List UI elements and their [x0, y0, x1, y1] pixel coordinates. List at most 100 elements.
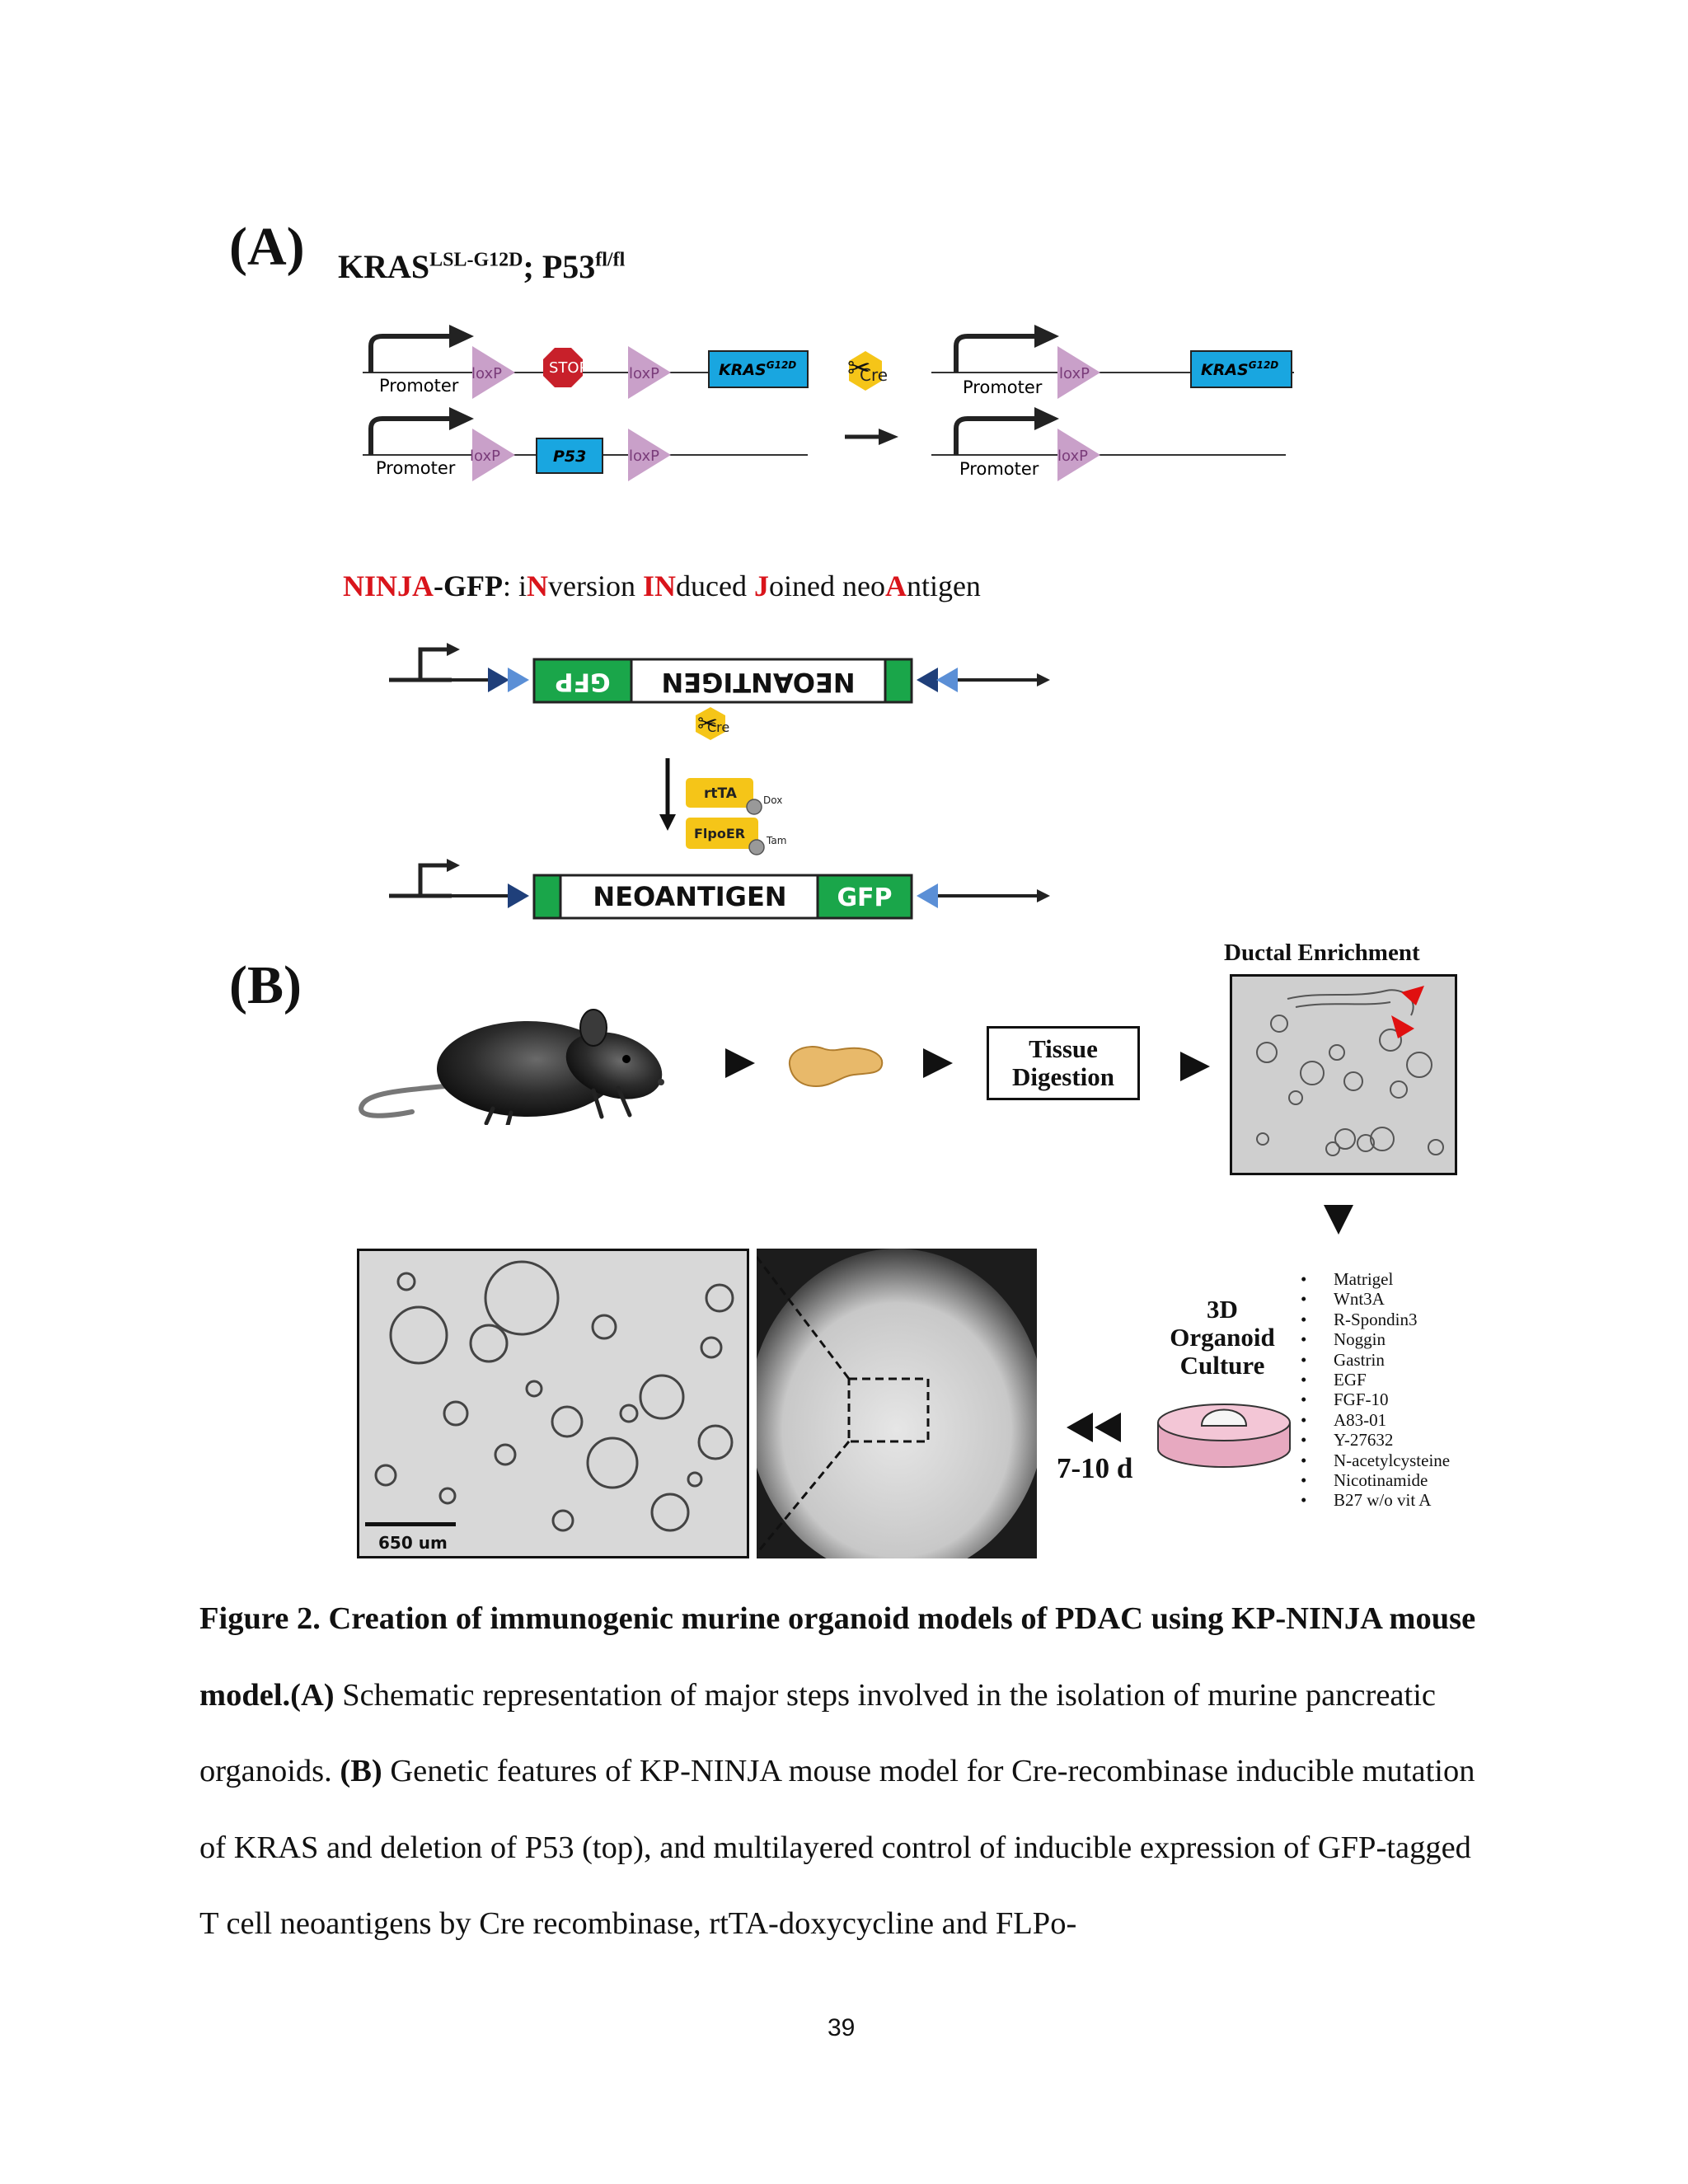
kras-gene-sup: G12D	[1249, 359, 1279, 371]
scale-bar-label: 650 um	[378, 1533, 448, 1553]
promoter-arrow	[368, 416, 452, 455]
media-item: Noggin	[1301, 1329, 1450, 1350]
media-item: A83-01	[1301, 1410, 1450, 1431]
stop-sign	[543, 348, 583, 387]
organoid-well-image	[757, 1249, 1037, 1558]
ninja-title-part: J	[753, 569, 769, 602]
red-arrowhead-icon	[1401, 986, 1424, 1005]
organoid-culture-label: 3D Organoid Culture	[1154, 1296, 1291, 1380]
loxp-label: loxP	[1057, 448, 1088, 465]
media-item: Matrigel	[1301, 1269, 1450, 1290]
neoantigen-label: NEOANTIGEN	[593, 881, 786, 912]
genotype-kras: KRAS	[338, 248, 430, 285]
mouse-illustration	[358, 1009, 664, 1125]
caption-b-label: (B)	[340, 1754, 382, 1788]
dox-dot	[746, 799, 762, 815]
arrow-head-icon	[1037, 889, 1050, 902]
right-triangle-icon	[1180, 1052, 1210, 1081]
promoter-arrow-head	[449, 407, 474, 430]
pancreas-icon	[788, 1046, 884, 1088]
loxp-triangle	[628, 429, 671, 481]
promoter-arrow	[954, 334, 1037, 373]
page-number: 39	[828, 2014, 856, 2041]
lox-triangle-icon	[508, 883, 529, 908]
ninja-title-part: A	[884, 569, 907, 602]
media-item: Wnt3A	[1301, 1289, 1450, 1310]
right-triangle-icon	[923, 1048, 953, 1078]
gfp-label: GFP	[555, 668, 610, 696]
ninja-title-part: oined neo	[768, 569, 885, 602]
red-arrowhead-icon	[1391, 1015, 1414, 1038]
media-item: FGF-10	[1301, 1390, 1450, 1410]
gfp-label: GFP	[837, 883, 892, 912]
tissue-digestion-box: Tissue Digestion	[987, 1026, 1140, 1100]
loxp-triangle	[472, 346, 515, 399]
culture-duration: 7-10 d	[1057, 1452, 1133, 1484]
media-item: R-Spondin3	[1301, 1310, 1450, 1330]
neoantigen-label: NEOANTIGEN	[661, 667, 855, 698]
media-item: Nicotinamide	[1301, 1470, 1450, 1491]
kras-gene-box	[1190, 350, 1292, 388]
culture-dish-icon	[1157, 1404, 1291, 1468]
tissue-digestion-label-2: Digestion	[1012, 1062, 1114, 1091]
caption-a-text: Schematic representation of major steps …	[199, 1677, 1436, 1789]
caption-title: Figure 2. Creation of immunogenic murine…	[199, 1601, 1476, 1713]
lox-triangle-icon	[936, 668, 958, 692]
caption-a-label: (A)	[290, 1677, 335, 1713]
loxp-label: loxP	[471, 365, 502, 382]
cre-label: Cre	[860, 365, 888, 385]
down-triangle-icon	[1324, 1205, 1353, 1235]
kras-gene-box	[708, 350, 809, 388]
kras-gene-label: KRAS	[1201, 361, 1249, 379]
tam-dot	[748, 839, 765, 855]
mouse-eye	[622, 1055, 631, 1063]
rtta-label: rtTA	[704, 785, 738, 802]
ninja-title: NINJA-GFP: iNversion INduced Joined neoA…	[343, 569, 981, 603]
promoter-arrow	[368, 334, 452, 373]
gfp-block	[816, 874, 913, 920]
ninja-title-part: duced	[676, 569, 754, 602]
scissors-icon: ✂	[697, 710, 718, 738]
lox-triangle-icon	[508, 668, 529, 692]
ninja-title-part: -GFP	[434, 569, 503, 602]
dox-label: Dox	[763, 794, 782, 806]
promoter-label: Promoter	[959, 459, 1039, 479]
media-item: B27 w/o vit A	[1301, 1490, 1450, 1511]
loxp-label: loxP	[629, 365, 659, 382]
promoter-arrow-head	[449, 325, 474, 348]
genotype-p53: P53	[542, 248, 596, 285]
loxp-label: loxP	[629, 448, 659, 465]
kras-p53-schematic: Promoter loxP STOP loxP KRASG12D Promote…	[363, 325, 1294, 481]
genotype-title: KRASLSL-G12D; P53fl/fl	[338, 247, 625, 286]
genotype-p53-sup: fl/fl	[595, 249, 626, 271]
loxp-triangle	[628, 346, 671, 399]
scissors-icon: ✂	[847, 352, 871, 385]
svg-text:KRASG12D: KRASG12D	[719, 359, 796, 379]
cre-hexagon	[849, 351, 882, 391]
promoter-arrow-head	[1034, 407, 1059, 430]
zoom-region-box	[847, 1377, 930, 1443]
ductal-enrichment-micrograph	[1230, 974, 1457, 1175]
media-item: Y-27632	[1301, 1430, 1450, 1451]
media-item: EGF	[1301, 1370, 1450, 1390]
mouse-tail	[358, 1083, 456, 1118]
lox-triangle-icon	[917, 668, 938, 692]
loxp-triangle	[472, 429, 515, 481]
panel-a-label: (A)	[229, 217, 305, 277]
promoter-label: Promoter	[379, 376, 459, 396]
promoter-label: Promoter	[963, 377, 1043, 397]
caption-b-text: Genetic features of KP-NINJA mouse model…	[199, 1754, 1475, 1941]
ninja-title-part: N	[527, 569, 549, 602]
ninja-title-part: : i	[503, 569, 528, 602]
tam-label: Tam	[766, 835, 786, 846]
gfp-block	[532, 658, 633, 704]
mouse-ear	[579, 1009, 607, 1047]
arrow-head-icon	[1037, 673, 1050, 687]
p53-gene-box	[536, 438, 603, 474]
right-triangle-icon	[725, 1048, 755, 1078]
stop-label: STOP	[549, 359, 588, 377]
ductal-enrichment-title: Ductal Enrichment	[1224, 940, 1420, 966]
svg-text:KRASG12D: KRASG12D	[1201, 359, 1278, 379]
panel-b-label: (B)	[229, 955, 302, 1015]
ninja-title-part: ntigen	[906, 569, 981, 602]
